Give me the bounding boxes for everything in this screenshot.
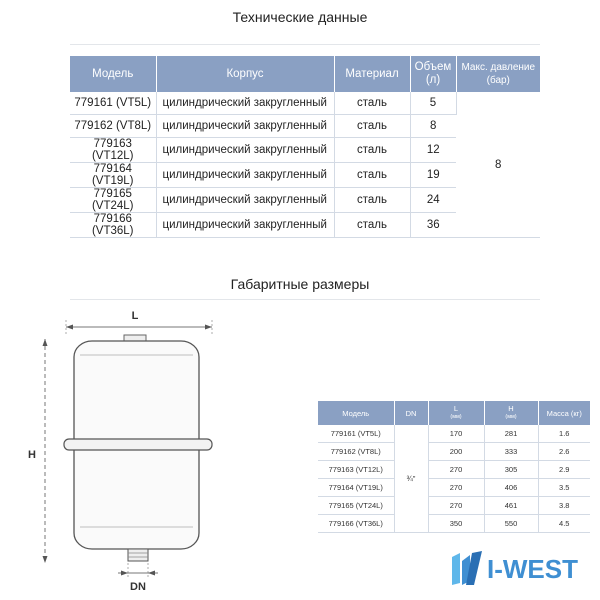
- dimensions-title: Габаритные размеры: [230, 276, 370, 292]
- width-dimension: L: [65, 310, 213, 335]
- cell-material: сталь: [334, 162, 411, 188]
- connection-label: DN: [130, 581, 146, 593]
- cell-body: цилиндрический закругленный: [156, 92, 335, 115]
- cell-height: 550: [484, 514, 539, 533]
- cell-volume: 19: [410, 162, 456, 188]
- col-header-height: H(мм): [484, 401, 539, 425]
- table-row: 779161 (VT5L) цилиндрический закругленны…: [70, 92, 540, 238]
- cell-body: цилиндрический закругленный: [156, 137, 335, 163]
- connection-dimension: DN: [118, 563, 158, 593]
- table-header-row: Модель Корпус Материал Объем (л) Макс. д…: [70, 56, 540, 92]
- cell-material: сталь: [334, 114, 411, 138]
- col-header-material: Материал: [334, 56, 411, 92]
- cell-mass: 2.9: [538, 460, 590, 479]
- cell-length: 170: [428, 425, 485, 443]
- cell-model: 779163 (VT12L): [318, 460, 395, 479]
- table-row: 779163 (VT12L) 270 305 2.9: [318, 460, 590, 479]
- cell-model: 779162 (VT8L): [318, 442, 395, 461]
- cell-height: 406: [484, 478, 539, 497]
- cell-body: цилиндрический закругленный: [156, 187, 335, 213]
- tank-body: [63, 334, 213, 562]
- cell-volume: 12: [410, 137, 456, 163]
- cell-volume: 24: [410, 187, 456, 213]
- cell-max-pressure: 8: [456, 92, 540, 238]
- table-row: 779161 (VT5L) ¾" 170 281 1.6: [318, 425, 590, 533]
- cell-material: сталь: [334, 92, 411, 115]
- cell-model: 779164 (VT19L): [318, 478, 395, 497]
- cell-length: 350: [428, 514, 485, 533]
- col-header-dn: DN: [394, 401, 429, 425]
- cell-mass: 3.5: [538, 478, 590, 497]
- table-header-row: Модель DN L(мм) H(мм) Масса (кг): [318, 401, 590, 425]
- cell-body: цилиндрический закругленный: [156, 212, 335, 238]
- table-row: 779162 (VT8L) цилиндрический закругленны…: [70, 114, 540, 138]
- cell-dn: ¾": [394, 425, 429, 533]
- cell-height: 333: [484, 442, 539, 461]
- title-divider: [70, 44, 540, 45]
- col-header-max-pressure: Макс. давление (бар): [456, 56, 540, 92]
- width-label: L: [132, 310, 139, 322]
- cell-volume: 5: [410, 92, 457, 115]
- col-header-length: L(мм): [428, 401, 485, 425]
- cell-model: 779166 (VT36L): [318, 514, 395, 533]
- cell-volume: 36: [410, 212, 456, 238]
- table-row: 779165 (VT24L) 270 461 3.8: [318, 496, 590, 515]
- col-header-model: Модель: [70, 56, 157, 92]
- col-header-model: Модель: [318, 401, 395, 425]
- cell-body: цилиндрический закругленный: [156, 114, 335, 138]
- cell-model: 779165 (VT24L): [70, 187, 157, 213]
- cell-length: 270: [428, 496, 485, 515]
- cell-mass: 4.5: [538, 514, 590, 533]
- cell-model: 779165 (VT24L): [318, 496, 395, 515]
- col-header-mass: Масса (кг): [538, 401, 590, 425]
- cell-volume: 8: [410, 114, 456, 138]
- cell-model: 779166 (VT36L): [70, 212, 157, 238]
- cell-length: 200: [428, 442, 485, 461]
- col-header-volume: Объем (л): [410, 56, 457, 92]
- tech-data-title: Технические данные: [232, 9, 368, 25]
- dimensions-table: Модель DN L(мм) H(мм) Масса (кг) 779161 …: [318, 401, 590, 533]
- table-row: 779163 (VT12L) цилиндрический закругленн…: [70, 137, 540, 163]
- cell-model: 779161 (VT5L): [318, 425, 395, 443]
- brand-logo: I-WEST: [448, 549, 598, 589]
- cell-mass: 2.6: [538, 442, 590, 461]
- height-label: H: [28, 449, 36, 461]
- cell-model: 779162 (VT8L): [70, 114, 157, 138]
- height-dimension: H: [28, 339, 48, 563]
- brand-name: I-WEST: [487, 554, 578, 584]
- cell-model: 779163 (VT12L): [70, 137, 157, 163]
- cell-mass: 3.8: [538, 496, 590, 515]
- cell-body: цилиндрический закругленный: [156, 162, 335, 188]
- table-row: 779164 (VT19L) 270 406 3.5: [318, 478, 590, 497]
- table-row: 779166 (VT36L) 350 550 4.5: [318, 514, 590, 533]
- tank-dimension-drawing: L H DN: [28, 310, 213, 593]
- cell-mass: 1.6: [538, 425, 590, 443]
- cell-model: 779161 (VT5L): [70, 92, 157, 115]
- table-row: 779166 (VT36L) цилиндрический закругленн…: [70, 212, 540, 238]
- brand-mark-icon: [452, 551, 482, 585]
- cell-height: 281: [484, 425, 539, 443]
- cell-material: сталь: [334, 187, 411, 213]
- table-row: 779162 (VT8L) 200 333 2.6: [318, 442, 590, 461]
- cell-height: 461: [484, 496, 539, 515]
- table-row: 779164 (VT19L) цилиндрический закругленн…: [70, 162, 540, 188]
- cell-material: сталь: [334, 212, 411, 238]
- cell-height: 305: [484, 460, 539, 479]
- cell-model: 779164 (VT19L): [70, 162, 157, 188]
- cell-length: 270: [428, 478, 485, 497]
- col-header-body: Корпус: [156, 56, 335, 92]
- title-divider: [70, 299, 540, 300]
- cell-length: 270: [428, 460, 485, 479]
- table-row: 779165 (VT24L) цилиндрический закругленн…: [70, 187, 540, 213]
- cell-material: сталь: [334, 137, 411, 163]
- tech-data-table: Модель Корпус Материал Объем (л) Макс. д…: [70, 56, 540, 238]
